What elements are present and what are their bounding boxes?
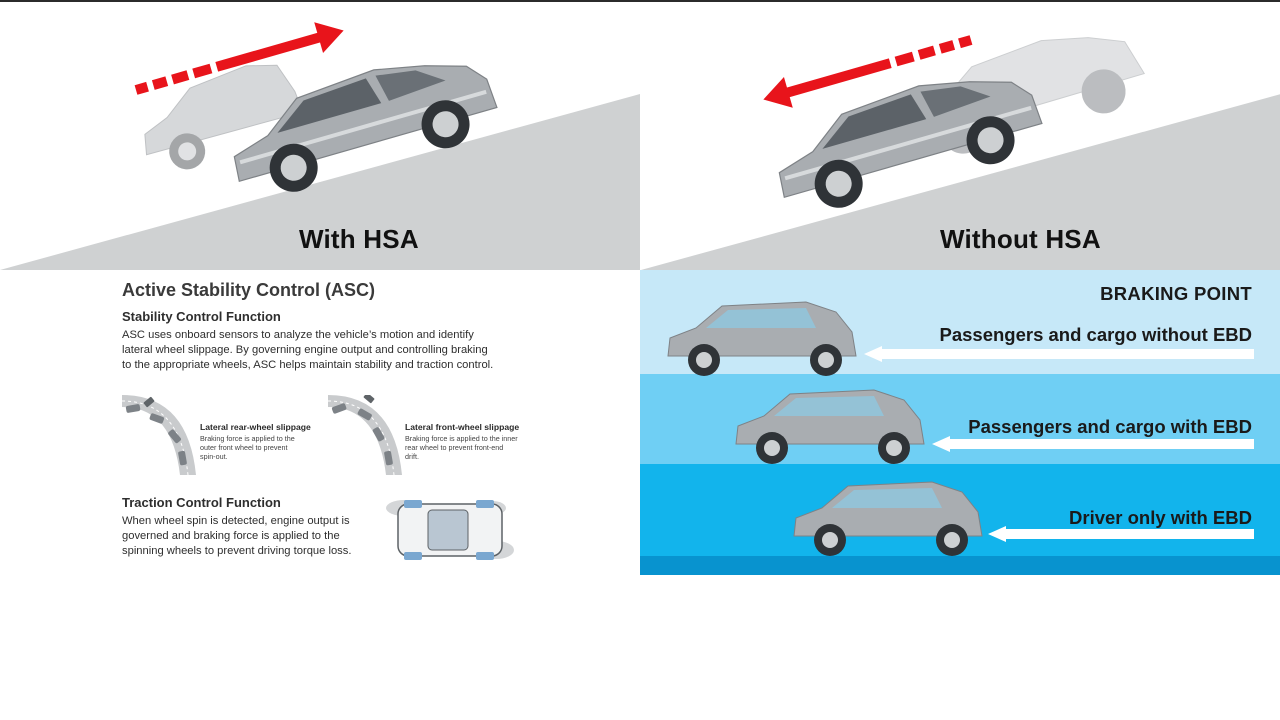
braking-arrow-icon	[932, 436, 1254, 452]
ebd-section: BRAKING POINT Passengers and cargo witho…	[640, 270, 1280, 575]
traction-illustration	[386, 500, 514, 560]
ebd-car-3	[793, 481, 983, 556]
front-slip-illustration	[328, 395, 402, 475]
traction-text-line2: governed and braking force is applied to…	[122, 530, 340, 542]
ebd-band-4	[640, 556, 1280, 575]
braking-arrow-icon	[988, 526, 1254, 542]
braking-arrow-icon	[864, 346, 1254, 362]
stability-text-line1: ASC uses onboard sensors to analyze the …	[122, 329, 474, 341]
traction-text-line1: When wheel spin is detected, engine outp…	[122, 515, 350, 527]
stability-text-line3: to the appropriate wheels, ASC helps mai…	[122, 359, 494, 371]
asc-title: Active Stability Control (ASC)	[122, 280, 376, 300]
ebd-car-1	[667, 301, 857, 376]
suv-car	[778, 81, 1043, 208]
front-slip-line1: Braking force is applied to the inner	[405, 434, 518, 443]
hill-slope	[0, 94, 640, 270]
with-hsa-illustration	[0, 22, 640, 270]
braking-point-label: BRAKING POINT	[1100, 283, 1252, 304]
suv-car	[233, 65, 498, 192]
front-slip-line2: rear wheel to prevent front-end	[405, 443, 504, 452]
asc-section: Active Stability Control (ASC) Stability…	[0, 270, 640, 580]
hill-slope	[641, 94, 1280, 270]
traction-text-line3: spinning wheels to prevent driving torqu…	[122, 545, 352, 557]
without-hsa-label: Without HSA	[940, 224, 1101, 254]
top-border	[0, 0, 1280, 2]
front-slip-title: Lateral front-wheel slippage	[405, 422, 520, 432]
ebd-car-2	[735, 389, 925, 464]
without-hsa-panel: Without HSA	[641, 2, 1280, 270]
with-hsa-label: With HSA	[299, 224, 419, 254]
rear-slip-line3: spin-out.	[200, 452, 228, 461]
stability-text-line2: lateral wheel slippage. By governing eng…	[122, 344, 488, 356]
ebd-row1-label: Passengers and cargo without EBD	[939, 324, 1252, 345]
rear-slip-line1: Braking force is applied to the	[200, 434, 295, 443]
without-hsa-illustration	[641, 35, 1280, 270]
rollback-arrow-icon	[763, 35, 973, 108]
traction-heading: Traction Control Function	[122, 495, 281, 510]
ebd-row2-label: Passengers and cargo with EBD	[968, 416, 1252, 437]
rear-slip-illustration	[122, 395, 196, 475]
front-slip-line3: drift.	[405, 452, 419, 461]
stability-heading: Stability Control Function	[122, 309, 281, 324]
uphill-arrow-icon	[134, 22, 344, 95]
with-hsa-panel: With HSA	[0, 2, 640, 270]
ebd-row3-label: Driver only with EBD	[1069, 507, 1252, 528]
rear-slip-title: Lateral rear-wheel slippage	[200, 422, 311, 432]
rear-slip-line2: outer front wheel to prevent	[200, 443, 288, 452]
